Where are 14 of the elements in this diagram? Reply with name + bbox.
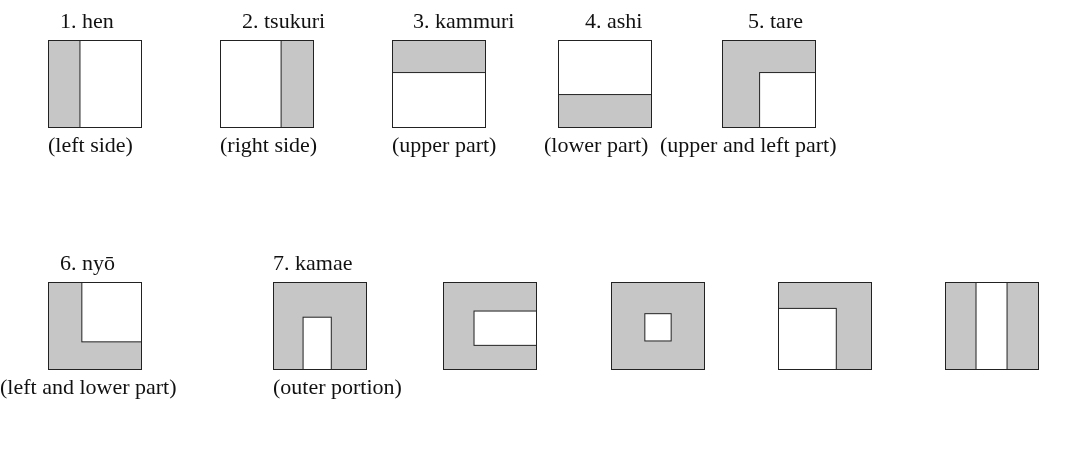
position-caption: (right side): [220, 132, 318, 158]
position-caption: (upper and left part): [660, 132, 837, 158]
position-caption: (lower part): [544, 132, 649, 158]
radical-heading: 3. kammuri: [413, 8, 515, 34]
radical-heading: 7. kamae: [273, 250, 353, 276]
position-caption: (left side): [48, 132, 133, 158]
radical-heading: 1. hen: [60, 8, 114, 34]
radical-heading: 6. nyō: [60, 250, 115, 276]
position-caption: (upper part): [392, 132, 497, 158]
radical-heading: 5. tare: [748, 8, 803, 34]
radical-heading: 2. tsukuri: [242, 8, 326, 34]
position-caption: (left and lower part): [0, 374, 177, 400]
radical-heading: 4. ashi: [585, 8, 643, 34]
position-caption: (outer portion): [273, 374, 402, 400]
